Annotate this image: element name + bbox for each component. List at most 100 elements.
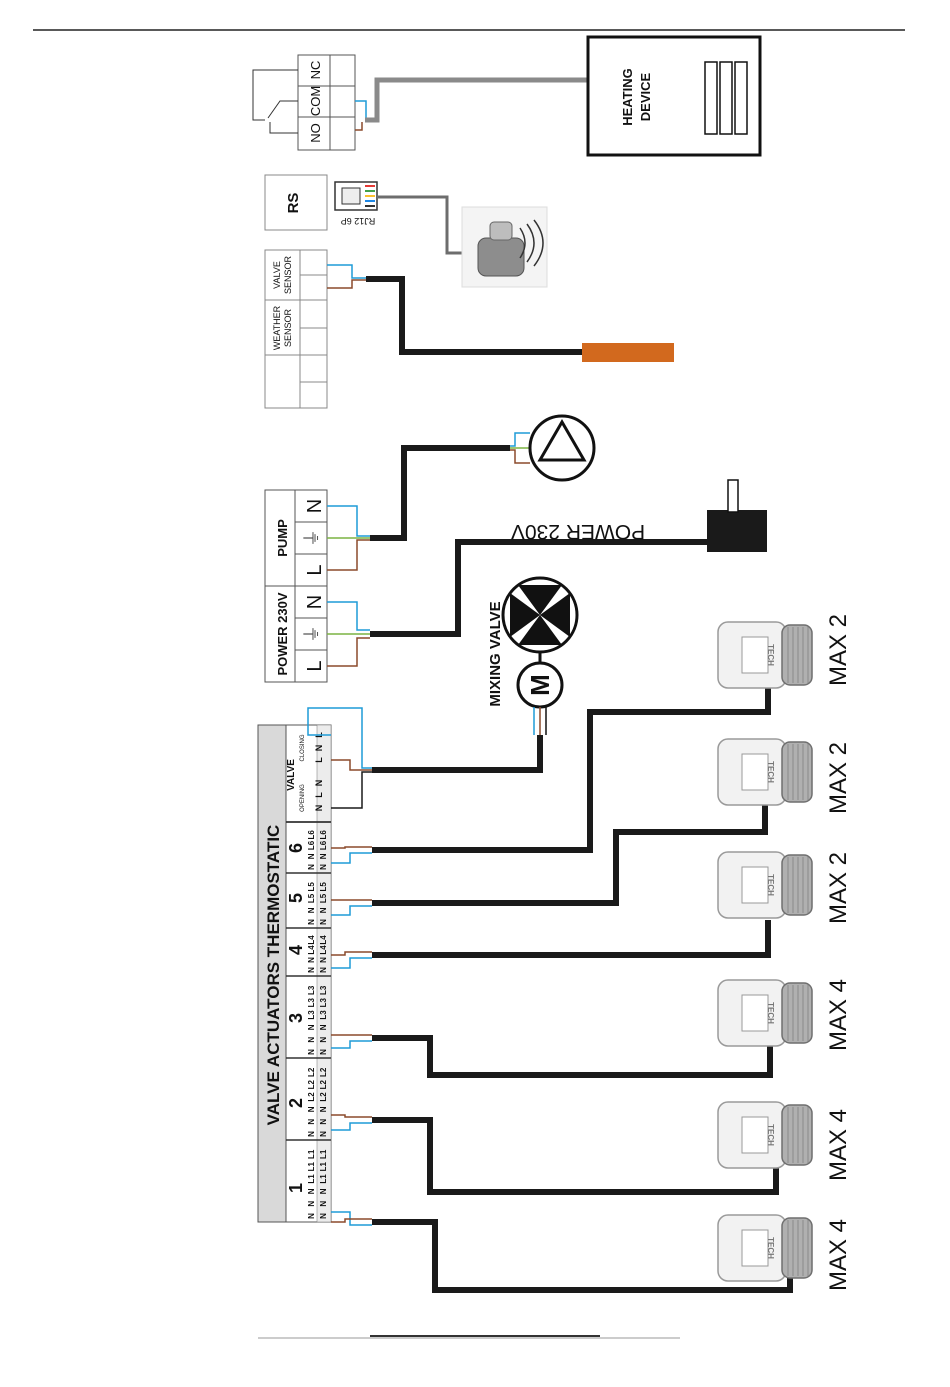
zone-pin-lower: N: [319, 853, 328, 859]
zone-pin-lower: L1: [319, 1174, 328, 1184]
power-plug: POWER 230V: [511, 479, 767, 552]
zone-pin-lower: N: [319, 1188, 328, 1194]
zone-pin: N: [307, 853, 316, 859]
zone-pin: N: [307, 919, 316, 925]
valve-opening-label: OPENING: [300, 784, 306, 812]
weather-sensor-label-1: WEATHER: [272, 305, 282, 350]
zone-pin-lower: N: [319, 907, 328, 913]
zone-pin: N: [307, 1201, 316, 1207]
zone-pin-lower: N: [319, 967, 328, 973]
zone-number: 6: [286, 843, 306, 853]
actuator-brand: TECH: [766, 1237, 775, 1259]
valve-motor-wires: [533, 707, 547, 735]
relay-terminal-com: COM: [308, 86, 323, 116]
power-pin-l: L: [304, 660, 326, 671]
zone-pin: N: [307, 1049, 316, 1055]
power-block-title: POWER 230V: [275, 592, 290, 675]
valve-sensor-wiring: [327, 264, 674, 362]
actuator-max-label: MAX 2: [825, 614, 852, 686]
zone-pin-lower: L6: [319, 830, 328, 840]
zone-pin: N: [307, 864, 316, 870]
zone-pin-lower: N: [319, 1201, 328, 1207]
zone-pin-lower: L1: [319, 1161, 328, 1171]
zone-pin: N: [307, 1131, 316, 1137]
actuator-max-label: MAX 4: [825, 1219, 852, 1291]
zone-number: 5: [286, 893, 306, 903]
zone-pin: L1: [307, 1161, 316, 1171]
power-pin-n: N: [304, 595, 326, 609]
heating-device-label-2: DEVICE: [638, 72, 653, 121]
valve-sensor-label-2: SENSOR: [283, 255, 293, 294]
zone-3-wiring: [331, 1034, 773, 1078]
zone-pin: L3: [307, 985, 316, 995]
rs-label: RS: [285, 193, 302, 214]
zone-pin-lower: N: [319, 1106, 328, 1112]
zone-pin-lower: L6: [319, 840, 328, 850]
zone-2-wiring: [331, 1114, 779, 1195]
zone-pin-lower: L2: [319, 1079, 328, 1089]
zone-number: 2: [286, 1098, 306, 1108]
valve-pin: L: [314, 757, 324, 763]
zone-pin: N: [307, 1024, 316, 1030]
zone-pin: L1: [307, 1174, 316, 1184]
zone-pin: N: [307, 957, 316, 963]
zone-pin: L6: [307, 830, 316, 840]
power-wiring: [327, 539, 707, 667]
mixing-valve-label: MIXING VALVE: [487, 601, 504, 706]
zone-pin: L3: [307, 997, 316, 1007]
actuator-brand: TECH: [766, 874, 775, 896]
zone-pin: N: [307, 1106, 316, 1112]
zone-1-wiring: [331, 1211, 793, 1293]
valve-closing-label: CLOSING: [300, 734, 306, 761]
zone-6-wiring: [331, 685, 771, 864]
zone-pin-lower: L2: [319, 1067, 328, 1077]
power-plug-label: POWER 230V: [511, 520, 645, 543]
actuator-brand: TECH: [766, 1124, 775, 1146]
zone-pin: L1: [307, 1149, 316, 1159]
actuator-max-label: MAX 2: [825, 742, 852, 814]
zone-5-wiring: [331, 800, 768, 916]
zone-pin-lower: N: [319, 1119, 328, 1125]
zone-pin: L2: [307, 1079, 316, 1089]
zone-pin-lower: N: [319, 919, 328, 925]
relay-terminal-no: NO: [308, 123, 323, 143]
zone-pin: L2: [307, 1067, 316, 1077]
valve-pin: N: [314, 780, 324, 787]
zone-pin-lower: N: [319, 1024, 328, 1030]
zone-number: 3: [286, 1013, 306, 1023]
relay-wires: [355, 77, 588, 131]
zone-pin: L2: [307, 1092, 316, 1102]
pump-pin-pe: ⏚: [302, 529, 322, 547]
zone-pin-lower: L2: [319, 1092, 328, 1102]
zone-pin: N: [307, 1188, 316, 1194]
zone-pin: N: [307, 907, 316, 913]
zone-pin: L5: [307, 893, 316, 903]
zone-pin-lower: N: [319, 864, 328, 870]
pump-block-title: PUMP: [275, 519, 290, 557]
heating-device: HEATING DEVICE: [586, 35, 762, 157]
sensor-terminal-block: VALVE SENSOR WEATHER SENSOR: [264, 249, 328, 409]
power-pin-pe: ⏚: [302, 625, 322, 643]
valve-motor-icon: M: [516, 661, 564, 709]
zone-pin-lower: L5: [319, 893, 328, 903]
zone-pin-lower: N: [319, 1037, 328, 1043]
actuator-brand: TECH: [766, 1002, 775, 1024]
zone-pin-lower: L3: [319, 997, 328, 1007]
valve-pin: N: [314, 745, 324, 752]
zone-pin-lower: N: [319, 1213, 328, 1219]
pump-pin-n: N: [304, 499, 326, 513]
zone-pin: L4: [307, 945, 316, 955]
valve-pin: L: [314, 792, 324, 798]
zone-pin-lower: L5: [319, 882, 328, 892]
rs-port: RS RJ12 6P: [264, 174, 378, 231]
mixing-valve-icon: [501, 576, 579, 662]
valve-pin: N: [314, 805, 324, 812]
